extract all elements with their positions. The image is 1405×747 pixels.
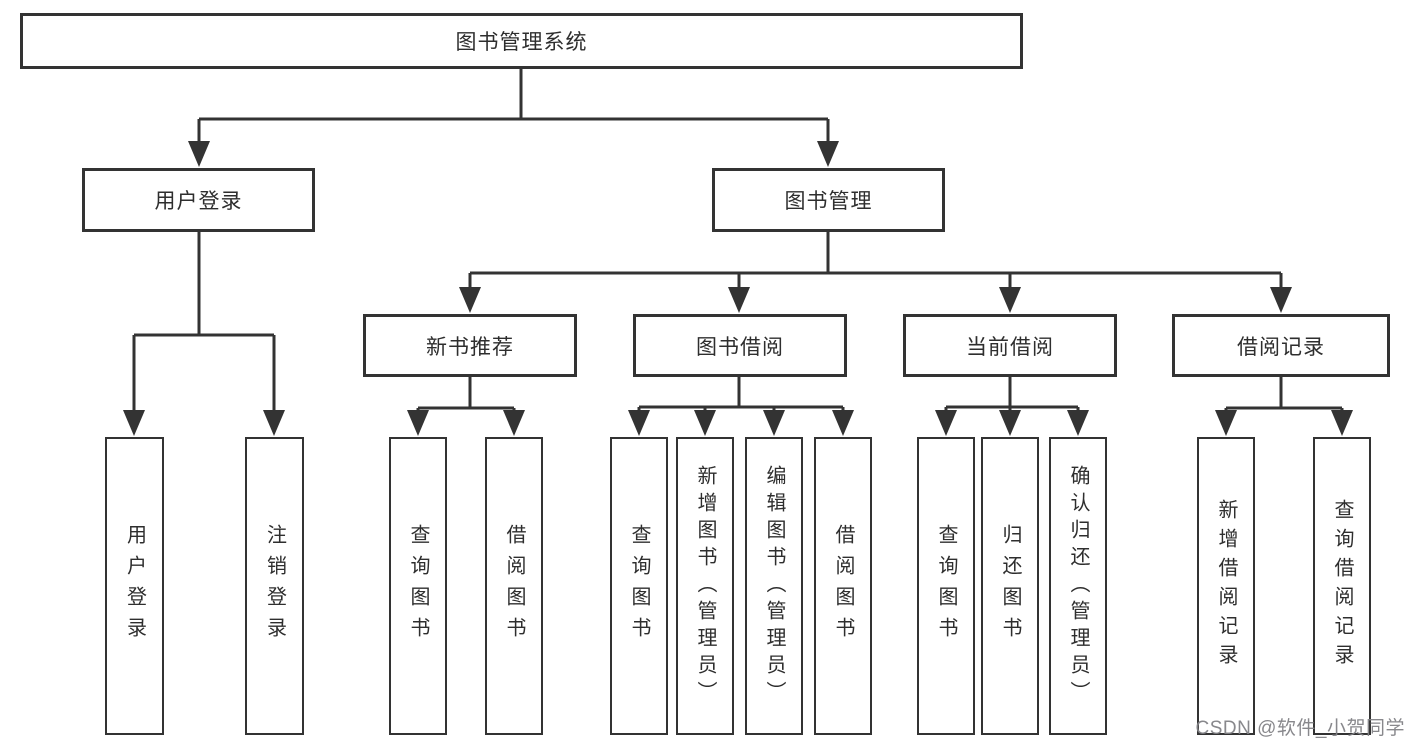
arrowhead-leaf-cb-query	[935, 410, 957, 436]
leaf-rec-borrow-books: 借阅图书	[485, 437, 543, 735]
leaf-cb-query-books-label: 查询图书	[935, 524, 957, 648]
arrowhead-current-borrow	[999, 287, 1021, 313]
leaf-rec-borrow-books-label: 借阅图书	[503, 524, 525, 648]
arrowhead-borrow-records	[1270, 287, 1292, 313]
node-root-label: 图书管理系统	[455, 31, 588, 54]
leaf-bb-borrow-books: 借阅图书	[814, 437, 872, 735]
arrowhead-leaf-bb-borrow	[832, 410, 854, 436]
leaf-br-query-record: 查询借阅记录	[1313, 437, 1371, 735]
arrowhead-leaf-rec-query	[407, 410, 429, 436]
node-book-borrow: 图书借阅	[633, 314, 847, 377]
arrowhead-leaf-br-add	[1215, 410, 1237, 436]
arrowhead-leaf-logout	[263, 410, 285, 436]
leaf-rec-query-books-label: 查询图书	[407, 524, 429, 648]
node-book-borrow-label: 图书借阅	[696, 335, 784, 359]
leaf-bb-edit-books: 编辑图书（管理员）	[745, 437, 803, 735]
node-root: 图书管理系统	[20, 13, 1023, 69]
watermark: CSDN @软件_小贺同学	[1195, 718, 1405, 739]
arrowhead-leaf-bb-add	[694, 410, 716, 436]
leaf-cb-confirm-return-label: 确认归还（管理员）	[1067, 464, 1089, 708]
node-new-book-rec: 新书推荐	[363, 314, 577, 377]
arrowhead-leaf-user-login	[123, 410, 145, 436]
leaf-user-login: 用户登录	[105, 437, 164, 735]
arrowhead-leaf-rec-borrow	[503, 410, 525, 436]
leaf-logout-label: 注销登录	[263, 524, 286, 648]
leaf-br-query-record-label: 查询借阅记录	[1331, 499, 1353, 673]
node-user-login: 用户登录	[82, 168, 315, 232]
leaf-user-login-label: 用户登录	[123, 524, 146, 648]
leaf-cb-confirm-return: 确认归还（管理员）	[1049, 437, 1107, 735]
arrowhead-leaf-cb-return	[999, 410, 1021, 436]
leaf-bb-borrow-books-label: 借阅图书	[832, 524, 854, 648]
node-book-mgmt: 图书管理	[712, 168, 945, 232]
node-current-borrow-label: 当前借阅	[966, 335, 1054, 359]
arrowhead-book-mgmt	[817, 141, 839, 167]
node-current-borrow: 当前借阅	[903, 314, 1117, 377]
arrowhead-leaf-bb-edit	[763, 410, 785, 436]
leaf-bb-edit-books-label: 编辑图书（管理员）	[763, 464, 785, 708]
node-book-mgmt-label: 图书管理	[784, 190, 873, 213]
arrowhead-new-book-rec	[459, 287, 481, 313]
leaf-bb-add-books-label: 新增图书（管理员）	[694, 464, 716, 708]
node-borrow-records-label: 借阅记录	[1237, 335, 1325, 359]
leaf-bb-query-books: 查询图书	[610, 437, 668, 735]
arrowhead-book-borrow	[728, 287, 750, 313]
arrowhead-leaf-bb-query	[628, 410, 650, 436]
leaf-cb-return-books: 归还图书	[981, 437, 1039, 735]
node-user-login-label: 用户登录	[154, 190, 243, 213]
leaf-br-add-record: 新增借阅记录	[1197, 437, 1255, 735]
node-borrow-records: 借阅记录	[1172, 314, 1390, 377]
leaf-bb-add-books: 新增图书（管理员）	[676, 437, 734, 735]
leaf-rec-query-books: 查询图书	[389, 437, 447, 735]
leaf-bb-query-books-label: 查询图书	[628, 524, 650, 648]
arrowhead-leaf-cb-confirm	[1067, 410, 1089, 436]
arrowhead-user-login	[188, 141, 210, 167]
node-new-book-rec-label: 新书推荐	[426, 335, 514, 359]
arrowhead-leaf-br-query	[1331, 410, 1353, 436]
leaf-cb-query-books: 查询图书	[917, 437, 975, 735]
leaf-br-add-record-label: 新增借阅记录	[1215, 499, 1237, 673]
leaf-cb-return-books-label: 归还图书	[999, 524, 1021, 648]
leaf-logout: 注销登录	[245, 437, 304, 735]
